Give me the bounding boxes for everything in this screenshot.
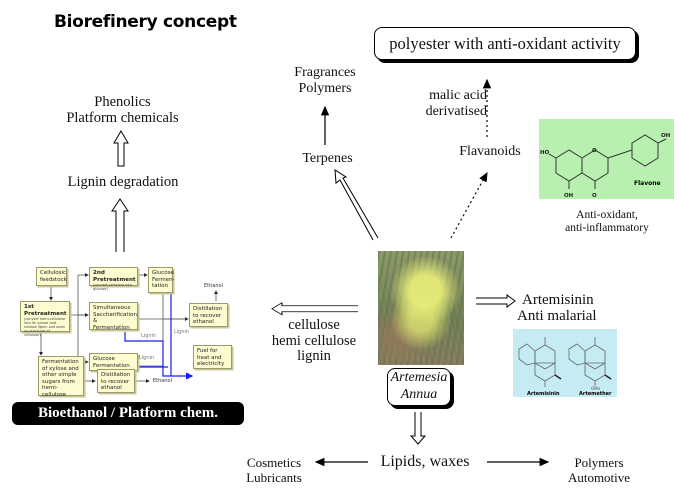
- box-title: 1st Pretreatment: [24, 304, 67, 317]
- plant-name-genus: Artemesia: [390, 370, 448, 385]
- atom-ome: OMe: [591, 386, 601, 391]
- phenolics-label: Phenolics Platform chemicals: [60, 94, 185, 126]
- lignin-label-3: Lignin: [139, 355, 155, 361]
- artemether-name: Artemether: [579, 391, 612, 397]
- polymers-text: Polymers: [298, 81, 352, 96]
- cellulose-text: cellulose: [288, 317, 340, 333]
- diagram-title: Biorefinery concept: [54, 12, 237, 32]
- hollow-arrow-lipids: [409, 412, 427, 445]
- anti-malarial-text: Anti malarial: [517, 308, 597, 324]
- phenolics-text: Phenolics: [94, 94, 151, 110]
- box-glucose-fermentation-top: Glucose Fermen-tation: [148, 267, 175, 293]
- artemesia-plant-photo: [378, 251, 464, 365]
- atom-o-ring: O: [592, 148, 597, 154]
- lignin-text: lignin: [297, 348, 331, 364]
- lignin-degradation-label: Lignin degradation: [67, 174, 179, 190]
- artemisinin-molecule-drawing: OMe Artemisinin Artemether: [518, 337, 612, 397]
- lignin-line-ssf: [124, 332, 164, 373]
- box-title: 2nd Pretreatment: [93, 270, 136, 283]
- box-cellulosic-feedstock: Cellulosic feedstock: [36, 267, 67, 286]
- box-text: Glucose Fermen-tation: [152, 270, 175, 289]
- box-text: Fuel for heat and electricity: [197, 348, 225, 367]
- cosmetics-text: Cosmetics: [246, 455, 302, 470]
- atom-oh-right: OH: [661, 133, 671, 139]
- atom-o-carbonyl: O: [592, 193, 597, 199]
- automotive-text: Automotive: [567, 470, 631, 485]
- polyester-box: polyester with anti-oxidant activity: [374, 27, 636, 60]
- box-text: Simultaneous Saccharification & Fermenta…: [93, 305, 137, 331]
- flavone-name: Flavone: [634, 180, 661, 187]
- malic-acid-label: malic acid derivatised: [412, 88, 487, 120]
- anti-inflammatory-text: anti-inflammatory: [565, 222, 649, 234]
- hemi-cellulose-text: hemi cellulose: [271, 332, 357, 349]
- dotted-arrow-flavanoids: [450, 171, 488, 239]
- box-note: (convert cellulose into glucose): [93, 283, 132, 291]
- derivatised-text: derivatised: [425, 104, 487, 119]
- box-ssf: Simultaneous Saccharification & Fermenta…: [89, 302, 138, 331]
- box-text: Distillation to recover ethanol: [101, 372, 131, 391]
- flavone-caption: Anti-oxidant, anti-inflammatory: [547, 209, 667, 235]
- lipids-waxes-label: Lipids, waxes: [380, 453, 470, 470]
- atom-oh-bottom: OH: [564, 193, 574, 199]
- hollow-arrow-lignin-phenolics: [113, 130, 129, 167]
- artemisinin-name: Artemisinin: [527, 391, 560, 397]
- box-distillation-top: Distillation to recover ethanol: [189, 303, 228, 327]
- box-text: Glucose Fermentation: [93, 356, 130, 369]
- box-text: Cellulosic feedstock: [40, 270, 67, 283]
- antioxidant-text: Anti-oxidant,: [576, 209, 638, 221]
- box-text: Distillation to recover ethanol: [193, 306, 223, 325]
- box-second-pretreatment: 2nd Pretreatment (convert cellulose into…: [89, 267, 138, 291]
- flavone-structure: HO OH OH O O Flavone: [539, 119, 674, 199]
- hollow-arrow-flowchart-lignin: [111, 198, 129, 252]
- cosmetics-label: Cosmetics Lubricants: [235, 455, 313, 485]
- artemisinin-structures: OMe Artemisinin Artemether: [513, 329, 617, 397]
- flavanoids-label: Flavanoids: [459, 144, 521, 159]
- hollow-arrow-terpenes: [334, 169, 379, 241]
- artemisinin-text: Artemisinin: [522, 292, 594, 308]
- cellulose-label: cellulose hemi cellulose lignin: [262, 317, 366, 365]
- polymers-right-text: Polymers: [574, 455, 624, 470]
- terpene-products-label: Fragrances Polymers: [285, 65, 365, 97]
- hollow-arrow-artemisinin: [476, 294, 516, 308]
- bioethanol-badge: Bioethanol / Platform chem.: [12, 402, 244, 425]
- bioethanol-flowchart: Cellulosic feedstock 1st Pretreatment (c…: [8, 263, 240, 403]
- platform-chemicals-text: Platform chemicals: [66, 110, 179, 126]
- terpenes-label: Terpenes: [302, 151, 353, 166]
- atom-ho: HO: [540, 150, 550, 156]
- box-text: Fermentation of xylose and other simple …: [42, 359, 79, 398]
- box-distillation-bottom: Distillation to recover ethanol: [97, 369, 135, 393]
- flavone-molecule-drawing: HO OH OH O O Flavone: [540, 133, 671, 199]
- hollow-arrow-cellulose: [271, 301, 358, 316]
- box-xylose-fermentation: Fermentation of xylose and other simple …: [38, 356, 84, 398]
- lignin-label-2: Lignin: [174, 329, 190, 335]
- ethanol-bottom-label: Ethanol: [153, 378, 172, 384]
- lignin-label-1: Lignin: [141, 333, 157, 339]
- lubricants-text: Lubricants: [246, 470, 302, 485]
- box-first-pretreatment: 1st Pretreatment (convert hemi-cellulose…: [20, 301, 70, 337]
- fragrances-text: Fragrances: [294, 65, 356, 80]
- box-note: (convert hemi-cellulose into its xylose …: [24, 317, 66, 337]
- ethanol-top-label: Ethanol: [204, 283, 223, 289]
- polymers-automotive-label: Polymers Automotive: [558, 455, 640, 485]
- plant-name-box: Artemesia Annua: [387, 368, 451, 406]
- box-fuel-heat-electricity: Fuel for heat and electricity: [193, 345, 232, 369]
- artemisinin-label: Artemisinin Anti malarial: [517, 292, 607, 324]
- plant-name-species: Annua: [400, 387, 438, 402]
- lignin-line-join: [162, 373, 171, 377]
- malic-acid-text: malic acid: [429, 88, 487, 103]
